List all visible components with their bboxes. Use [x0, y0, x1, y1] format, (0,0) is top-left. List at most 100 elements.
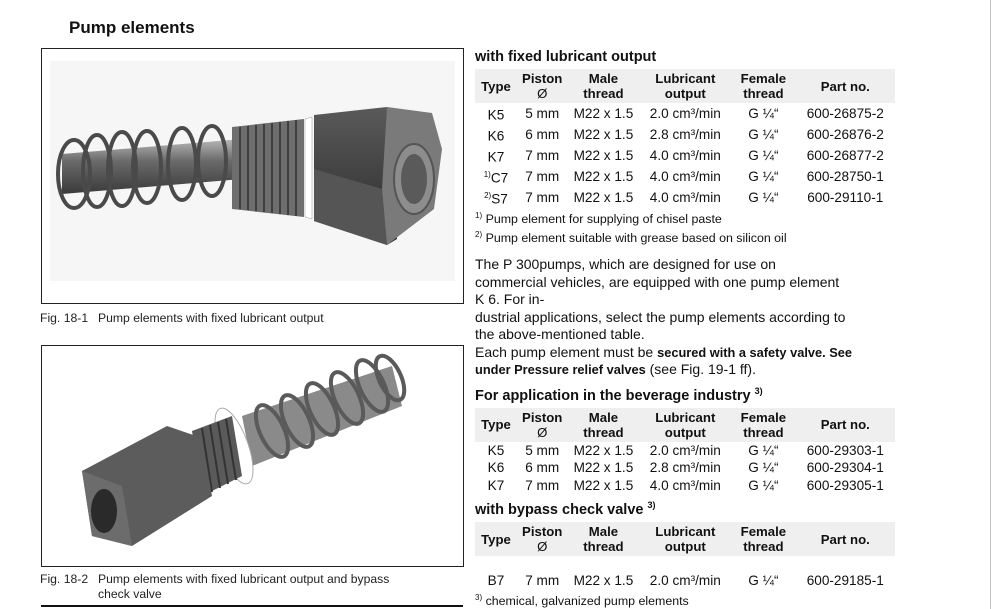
table-row: 2)S7 7 mm M22 x 1.5 4.0 cm³/min G ¼“ 600…: [475, 187, 895, 208]
footnote-mark: 2): [475, 230, 483, 240]
figure-2-caption: Fig. 18-2 Pump elements with fixed lubric…: [40, 572, 389, 602]
para-line: K 6. For in-: [475, 291, 545, 308]
col-fem-line1: Female: [740, 524, 787, 540]
para-line: the above-mentioned table.: [475, 326, 645, 343]
cell-male-thread: M22 x 1.5: [573, 573, 634, 589]
col-fem-line2: thread: [743, 86, 784, 101]
cell-male-thread: M22 x 1.5: [573, 442, 634, 458]
cell-male-thread: M22 x 1.5: [573, 477, 634, 493]
section-bypass-heading: with bypass check valve 3): [475, 496, 895, 519]
table-row: K5 5 mm M22 x 1.5 2.0 cm³/min G ¼“ 600-2…: [475, 103, 895, 124]
col-lub-line2: output: [664, 424, 706, 440]
col-type: Type: [475, 522, 517, 557]
footnote-1: 1) Pump element for supplying of chisel …: [475, 208, 895, 227]
pressure-relief-reference: under Pressure relief valves: [475, 362, 646, 378]
bottom-rule: [41, 605, 463, 607]
description-paragraph: The P 300pumps, which are designed for u…: [475, 256, 895, 379]
cell-piston: 7 mm: [525, 189, 560, 205]
table-row: K7 7 mm M22 x 1.5 4.0 cm³/min G ¼“ 600-2…: [475, 145, 895, 166]
cell-piston: 6 mm: [525, 126, 560, 142]
cell-female-thread: G ¼“: [748, 442, 779, 458]
type-value: S7: [491, 191, 508, 207]
cell-output: 2.0 cm³/min: [649, 573, 721, 589]
type-value: K7: [487, 149, 505, 165]
cell-type: K6: [475, 124, 517, 145]
col-fem-line2: thread: [743, 539, 784, 555]
col-lub-line1: Lubricant: [655, 71, 716, 86]
figure-pump-element-bypass-valve: [41, 345, 464, 567]
cell-female-thread: G ¼“: [748, 105, 779, 121]
cell-male-thread: M22 x 1.5: [573, 189, 634, 205]
spacer-cell: [475, 556, 895, 572]
col-lub-line1: Lubricant: [655, 409, 716, 425]
col-piston-line2: Ø: [537, 86, 548, 101]
figure-1-number: Fig. 18-1: [40, 311, 89, 325]
page-edge-divider: [990, 0, 991, 609]
footnote-text: chemical, galvanized pump elements: [485, 593, 689, 608]
section-fixed-output-heading: with fixed lubricant output: [475, 49, 657, 65]
cell-output: 4.0 cm³/min: [649, 168, 721, 184]
table-row: K5 5 mm M22 x 1.5 2.0 cm³/min G ¼“ 600-2…: [475, 442, 895, 460]
cell-female-thread: G ¼“: [748, 477, 779, 493]
cell-piston: 6 mm: [525, 460, 560, 476]
col-piston-line1: Piston: [522, 524, 563, 540]
cell-part-no: 600-26877-2: [806, 147, 884, 163]
footnote-mark: 3): [475, 592, 483, 602]
figure-2-caption-continuation: check valve: [98, 587, 162, 601]
cell-part-no: 600-29303-1: [806, 442, 884, 458]
cell-male-thread: M22 x 1.5: [573, 168, 634, 184]
cell-type: K7: [487, 477, 505, 493]
col-lub-line2: output: [664, 86, 706, 101]
col-male-line1: Male: [588, 71, 619, 86]
pump-element-bypass-image: [42, 346, 463, 566]
cell-type: K6: [487, 460, 505, 476]
cell-female-thread: G ¼“: [748, 189, 779, 205]
footnote-mark: 1): [475, 211, 483, 221]
footnote-2: 2) Pump element suitable with grease bas…: [475, 227, 895, 246]
col-lub-line2: output: [664, 539, 706, 555]
cell-male-thread: M22 x 1.5: [573, 147, 634, 163]
cell-female-thread: G ¼“: [748, 168, 779, 184]
cell-part-no: 600-29110-1: [807, 189, 884, 205]
para-line: Each pump element must be: [475, 343, 658, 360]
cell-output: 2.8 cm³/min: [649, 460, 721, 476]
col-part-no: Part no.: [795, 407, 895, 442]
para-line: commercial vehicles, are equipped with o…: [475, 273, 840, 290]
cell-female-thread: G ¼“: [748, 126, 779, 142]
footnote-text: Pump element for supplying of chisel pas…: [485, 212, 722, 227]
table-row: K7 7 mm M22 x 1.5 4.0 cm³/min G ¼“ 600-2…: [475, 477, 895, 495]
cell-female-thread: G ¼“: [748, 573, 779, 589]
figure-2-number: Fig. 18-2: [40, 572, 89, 586]
pump-element-image: [42, 49, 463, 303]
type-value: K5: [487, 107, 505, 123]
col-part-no: Part no.: [795, 522, 895, 557]
figure-1-caption-text: Pump elements with fixed lubricant outpu…: [98, 311, 324, 325]
cell-part-no: 600-28750-1: [806, 168, 884, 184]
cell-type: B7: [487, 573, 505, 589]
cell-type: 1)C7: [475, 166, 517, 187]
col-fem-line1: Female: [740, 409, 787, 425]
para-line: The P 300pumps, which are designed for u…: [475, 256, 776, 273]
cell-piston: 7 mm: [525, 147, 560, 163]
col-piston-line1: Piston: [522, 71, 563, 86]
figure-2-caption-text: Pump elements with fixed lubricant outpu…: [98, 572, 390, 586]
spacer-row: [475, 556, 895, 572]
cell-output: 4.0 cm³/min: [649, 189, 721, 205]
cell-male-thread: M22 x 1.5: [573, 460, 634, 476]
table-row: B7 7 mm M22 x 1.5 2.0 cm³/min G ¼“ 600-2…: [475, 572, 895, 590]
row-note: 1): [483, 170, 491, 180]
cell-female-thread: G ¼“: [748, 460, 779, 476]
cell-type: K5: [475, 103, 517, 124]
